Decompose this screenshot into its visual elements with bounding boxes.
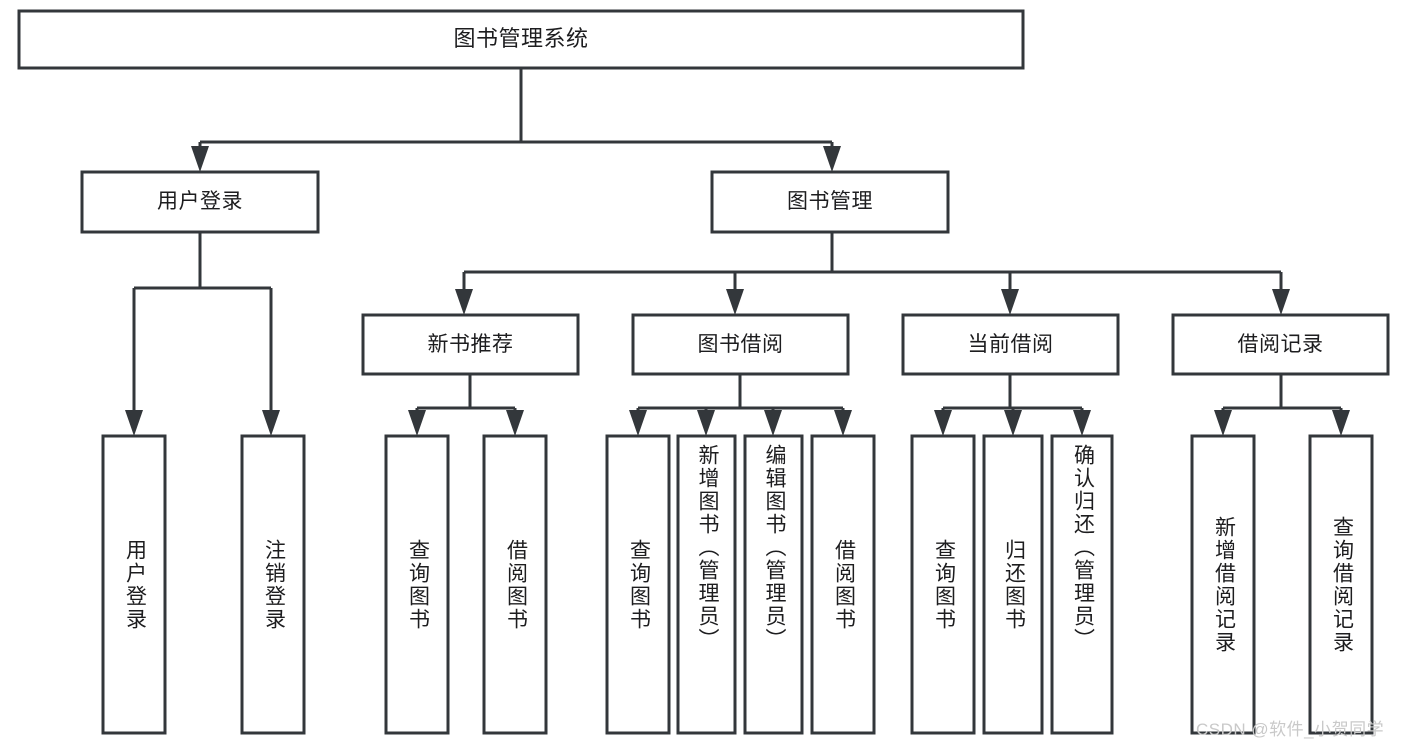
node-box-leaf-add-book[interactable]	[676, 434, 737, 735]
node-box-leaf-borrow-book-1[interactable]	[482, 434, 548, 735]
node-box-leaf-query-record[interactable]	[1308, 434, 1374, 735]
node-box-leaf-edit-book[interactable]	[743, 434, 804, 735]
node-box-leaf-user-login[interactable]	[101, 434, 167, 735]
node-box-leaf-query-book-3[interactable]	[910, 434, 976, 735]
node-box-leaf-query-book-2[interactable]	[605, 434, 671, 735]
connector-book-borrow-to-leaves	[629, 374, 852, 436]
connector-borrow-record-to-leaves	[1214, 374, 1350, 436]
node-box-leaf-borrow-book-2[interactable]	[810, 434, 876, 735]
connector-user-login-to-leaves	[125, 232, 280, 436]
node-box-leaf-user-logout[interactable]	[240, 434, 306, 735]
node-box-book-borrow[interactable]	[631, 313, 850, 376]
node-box-book-manage[interactable]	[710, 170, 950, 234]
node-box-root[interactable]	[17, 9, 1025, 70]
node-box-leaf-add-record[interactable]	[1190, 434, 1256, 735]
node-box-new-book-rec[interactable]	[361, 313, 580, 376]
connector-root-to-level2	[191, 68, 841, 172]
node-box-borrow-record[interactable]	[1171, 313, 1390, 376]
node-box-leaf-return-book[interactable]	[982, 434, 1044, 735]
node-box-user-login[interactable]	[80, 170, 320, 234]
node-box-current-borrow[interactable]	[901, 313, 1120, 376]
connector-new-book-rec-to-leaves	[408, 374, 524, 436]
node-box-leaf-confirm-return[interactable]	[1050, 434, 1114, 735]
node-box-leaf-query-book-1[interactable]	[384, 434, 450, 735]
connector-current-borrow-to-leaves	[934, 374, 1091, 436]
connector-book-manage-to-level3	[455, 232, 1290, 315]
